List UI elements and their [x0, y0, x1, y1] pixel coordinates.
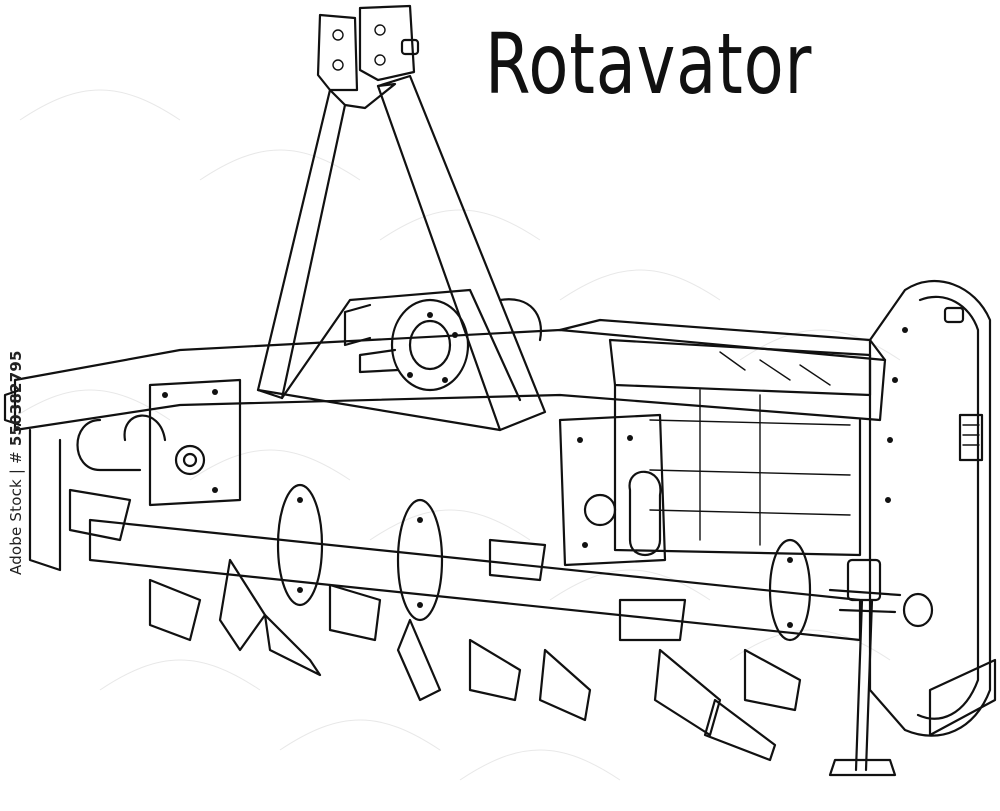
watermark-pattern [9, 89, 901, 781]
side-cover [868, 280, 997, 737]
main-frame [3, 318, 887, 572]
center-bracket [558, 413, 667, 567]
left-mechanism [76, 378, 242, 507]
stock-number: 550382795 [7, 350, 25, 447]
rotor-assembly [68, 483, 862, 762]
stock-watermark-label: Adobe Stock | # 550382795 [7, 350, 25, 575]
page-title: Rotavator [485, 15, 813, 113]
gearbox [343, 298, 543, 392]
stock-brand: Adobe Stock [7, 479, 25, 575]
support-stand [828, 558, 902, 777]
stock-separator: | # [7, 451, 25, 475]
